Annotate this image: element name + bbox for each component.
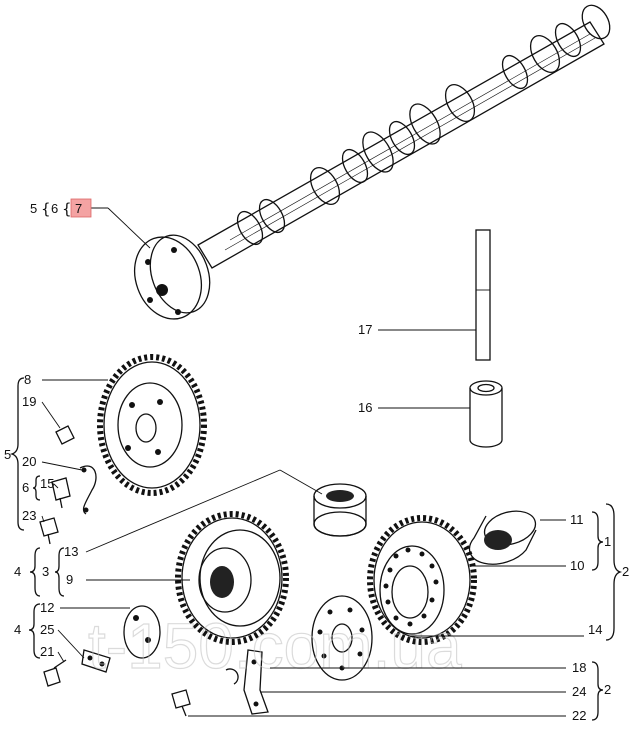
lock-plate-25 xyxy=(81,649,111,673)
bolt-22 xyxy=(171,689,191,717)
plate-12 xyxy=(123,605,161,659)
highlight-7 xyxy=(70,198,92,218)
camshaft-flange xyxy=(134,234,211,320)
leader-lines xyxy=(41,207,584,717)
label-5-left: 5 xyxy=(4,447,11,462)
label-13: 13 xyxy=(64,544,78,559)
label-3: 3 xyxy=(42,564,49,579)
label-8: 8 xyxy=(24,372,31,387)
label-2-lower: 2 xyxy=(604,682,611,697)
thrust-washer xyxy=(311,595,373,681)
label-4-lower: 4 xyxy=(14,622,21,637)
label-24: 24 xyxy=(572,684,586,699)
bushing-13 xyxy=(313,483,367,537)
gear-14 xyxy=(367,515,477,645)
brace-glyph: { xyxy=(41,200,51,218)
bolt-15 xyxy=(51,477,71,509)
label-5-top: 5 xyxy=(30,201,37,216)
label-1: 1 xyxy=(604,534,611,549)
label-12: 12 xyxy=(40,600,54,615)
label-23: 23 xyxy=(22,508,36,523)
label-10: 10 xyxy=(570,558,584,573)
label-22: 22 xyxy=(572,708,586,723)
braces xyxy=(9,377,623,721)
bracket-24 xyxy=(243,649,269,715)
label-20: 20 xyxy=(22,454,36,469)
label-4-upper: 4 xyxy=(14,564,21,579)
callout-labels: 5 { 6 { 7 8 19 5 20 6 15 23 13 4 3 9 12 … xyxy=(4,200,629,723)
label-18: 18 xyxy=(572,660,586,675)
label-11: 11 xyxy=(570,512,584,527)
gear-9 xyxy=(175,511,289,645)
bolt-21 xyxy=(43,659,67,687)
label-7: 7 xyxy=(75,201,82,216)
label-19: 19 xyxy=(22,394,36,409)
lock-plate-20 xyxy=(79,465,97,515)
label-6-left: 6 xyxy=(22,480,29,495)
bolt-23 xyxy=(39,517,59,545)
bushing-16 xyxy=(469,380,503,448)
label-9: 9 xyxy=(66,572,73,587)
bushing-1 xyxy=(468,510,537,565)
label-25: 25 xyxy=(40,622,54,637)
brace-glyph: { xyxy=(62,200,72,218)
label-17: 17 xyxy=(358,322,372,337)
label-14: 14 xyxy=(588,622,602,637)
camshaft xyxy=(134,4,611,320)
circlip xyxy=(225,668,239,685)
label-15: 15 xyxy=(40,476,54,491)
watermark: t-150.com.ua xyxy=(88,610,462,682)
label-21: 21 xyxy=(40,644,54,659)
pin-19 xyxy=(55,425,75,445)
rod xyxy=(475,229,491,361)
label-2-upper: 2 xyxy=(622,564,629,579)
label-16: 16 xyxy=(358,400,372,415)
gear-8 xyxy=(97,354,207,496)
camshaft-lobes xyxy=(236,4,611,246)
label-6-top: 6 xyxy=(51,201,58,216)
